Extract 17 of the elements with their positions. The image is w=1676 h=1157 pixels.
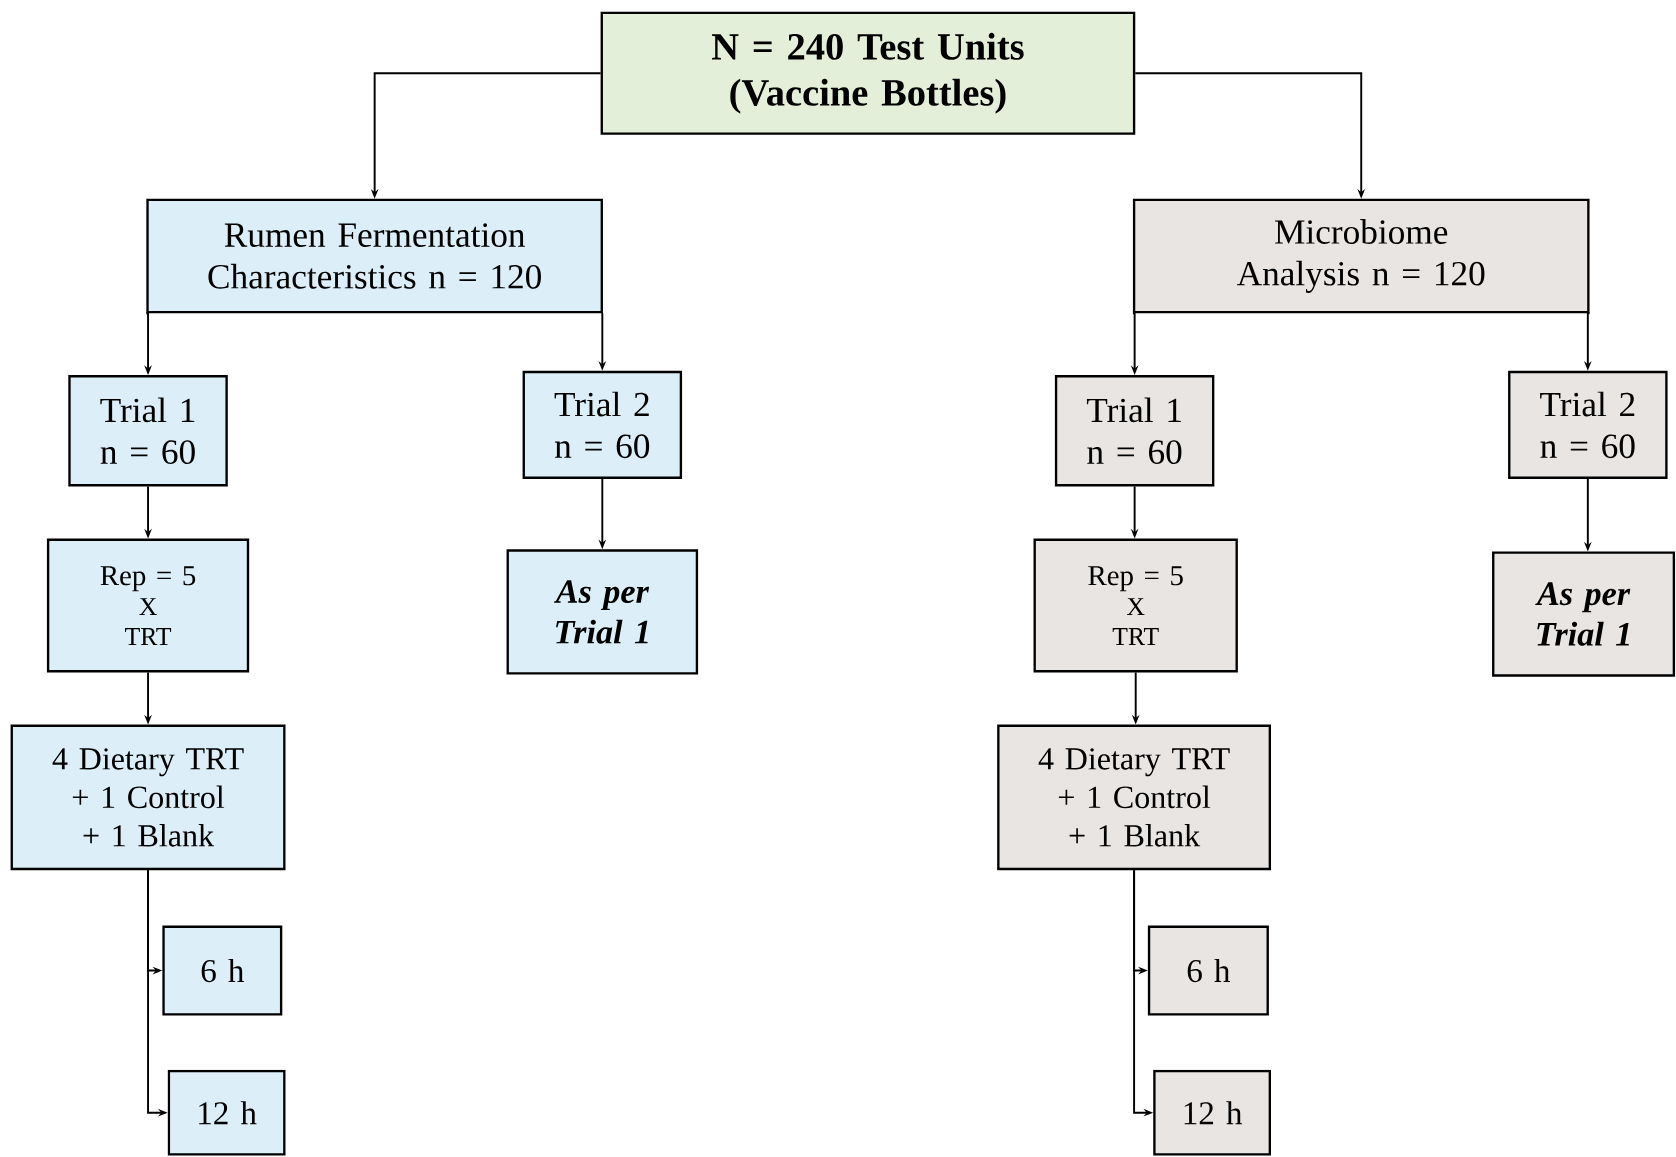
- process-box: As per Trial 1: [1492, 551, 1676, 677]
- process-box: 12 h: [1153, 1070, 1271, 1156]
- process-box: N = 240 Test Units (Vaccine Bottles): [600, 11, 1136, 135]
- process-box: Trial 2 n = 60: [1508, 371, 1668, 480]
- process-box: Rumen Fermentation Characteristics n = 120: [146, 198, 603, 314]
- process-box: Microbiome Analysis n = 120: [1132, 198, 1590, 314]
- process-box: 4 Dietary TRT + 1 Control + 1 Blank: [997, 724, 1271, 871]
- process-box: Trial 1 n = 60: [68, 375, 228, 487]
- process-box: Rep = 5 X TRT: [46, 538, 250, 673]
- process-box: 6 h: [1147, 925, 1269, 1016]
- process-box: 4 Dietary TRT + 1 Control + 1 Blank: [10, 724, 286, 871]
- process-box: 6 h: [162, 925, 283, 1016]
- process-box: 12 h: [167, 1070, 286, 1156]
- process-box: Trial 1 n = 60: [1054, 375, 1215, 487]
- process-box: As per Trial 1: [506, 549, 699, 675]
- process-box: Trial 2 n = 60: [522, 371, 683, 480]
- process-box: Rep = 5 X TRT: [1033, 538, 1238, 673]
